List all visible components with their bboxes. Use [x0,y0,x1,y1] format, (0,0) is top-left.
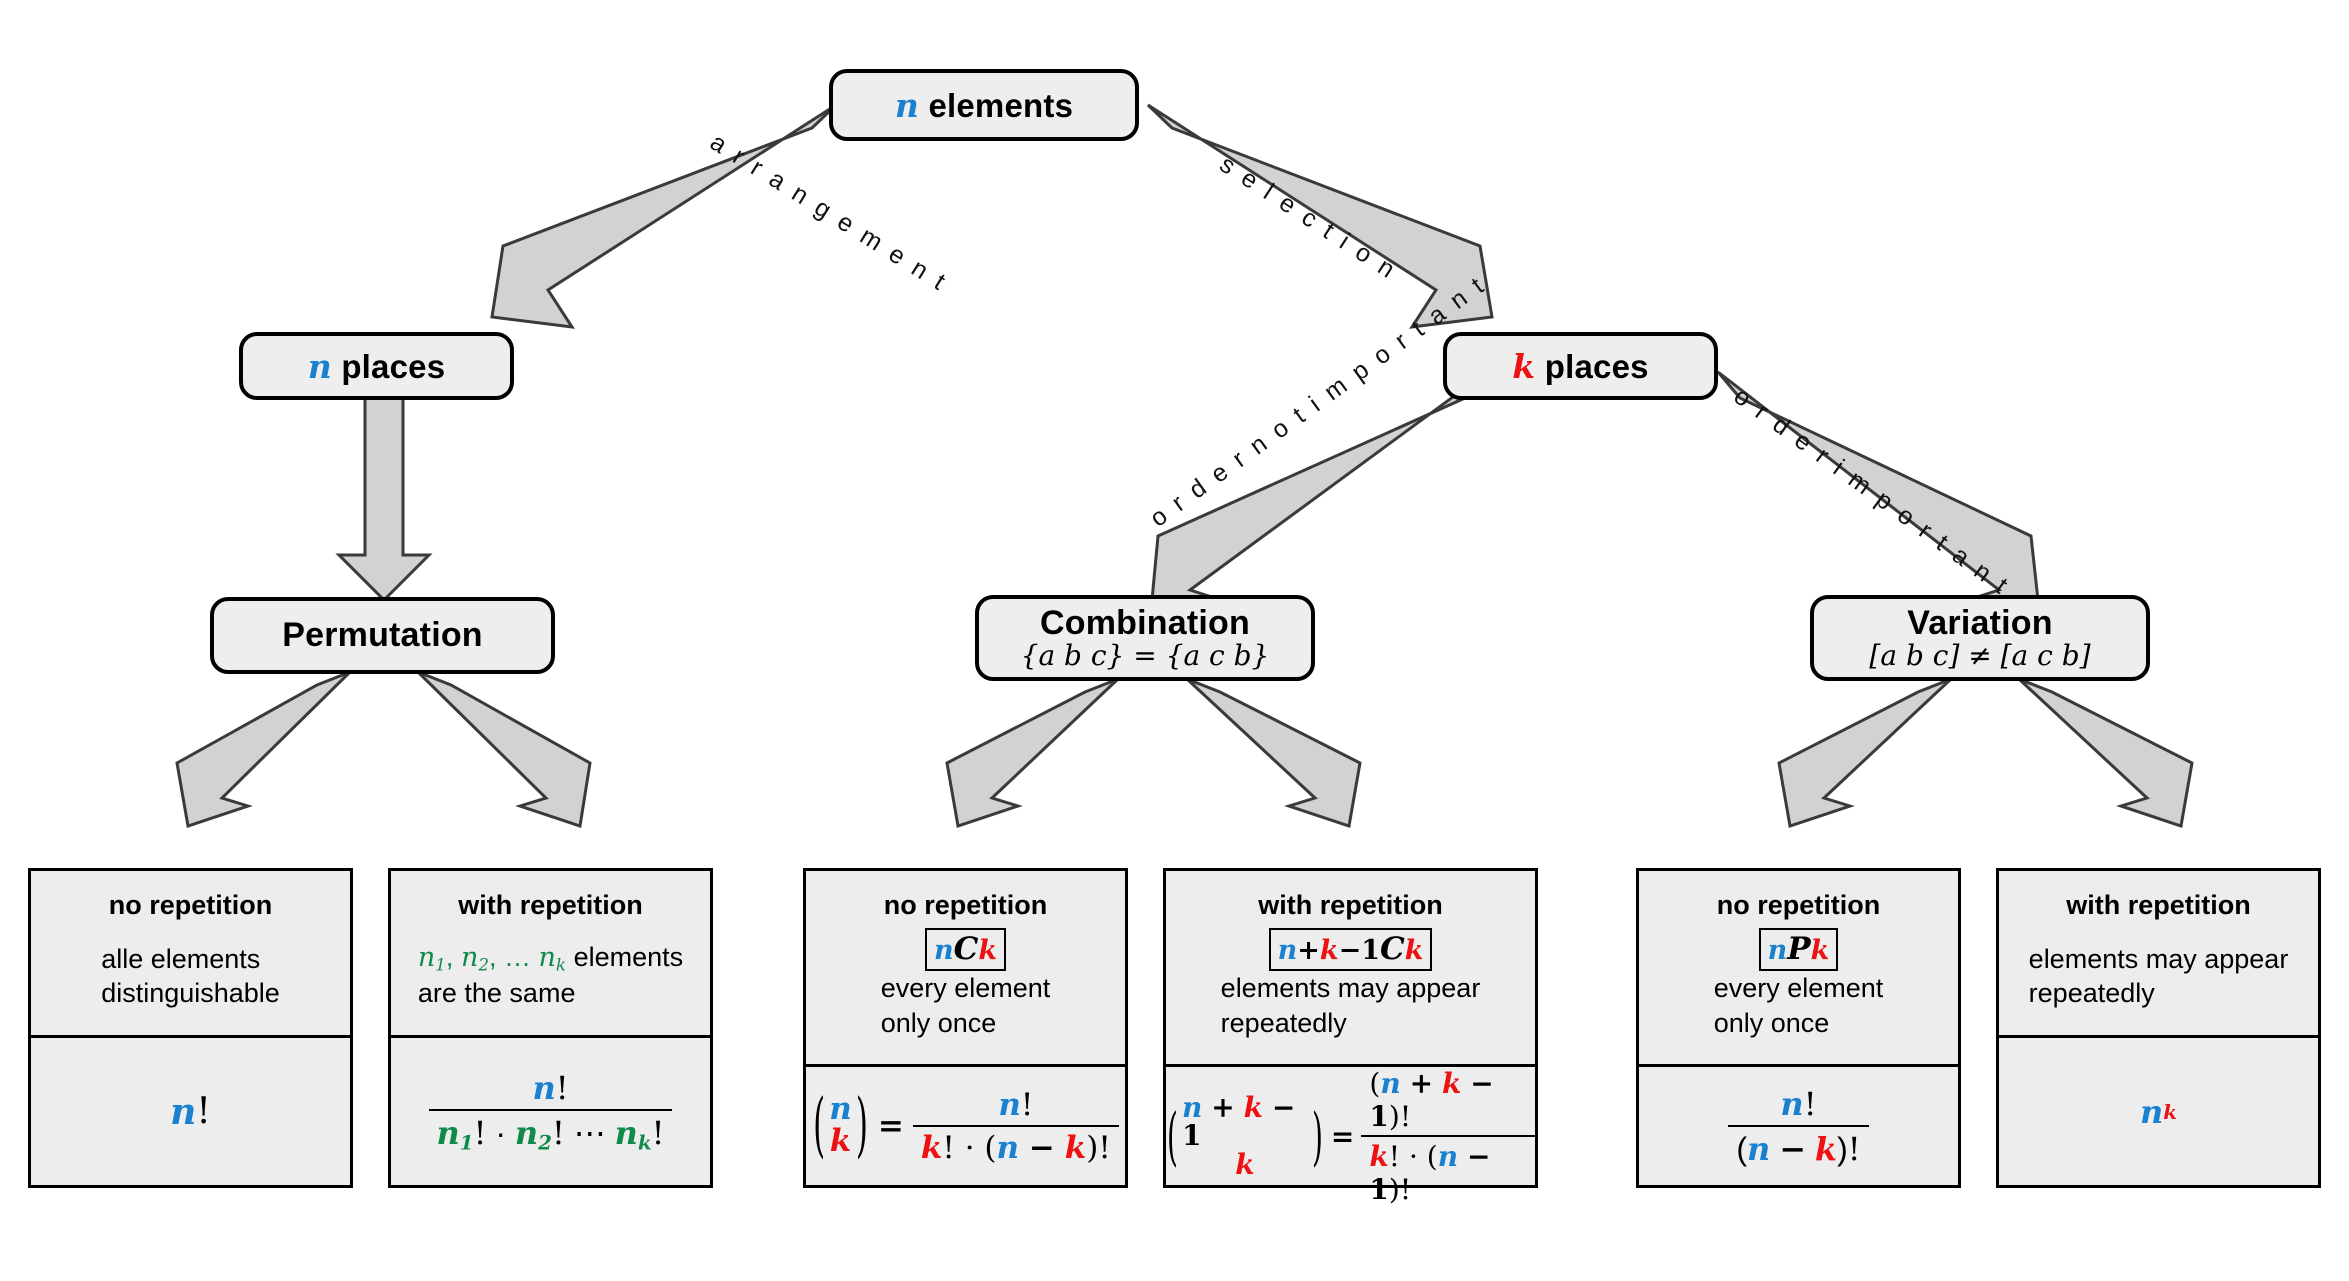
node-k-places-text: places [1544,347,1649,385]
var-n2: n2 [460,942,489,976]
leaf-upper: no repetition nPk every element only onc… [1639,871,1958,1068]
var-nk: nk [538,942,567,976]
leaf-formula: n! (n − k)! [1639,1067,1958,1185]
leaf-desc-line2: are the same [417,978,576,1009]
leaf-combination-with-repetition[interactable]: with repetition n+k−1Ck elements may app… [1163,868,1538,1206]
node-n-places-label: n places [308,347,446,386]
node-n-places[interactable]: n places [239,332,514,400]
leaf-formula: ( n + k − 1 k ) = (n + k − 1)! k! · (n −… [1166,1067,1535,1206]
leaf-description: n1, n2, … nk elements are the same [418,940,683,1011]
node-permutation-label: Permutation [282,616,483,654]
leaf-desc-line2: only once [1713,1007,1830,1038]
leaf-desc-line1: elements may appear [2028,943,2289,974]
fraction-numerator: n! [1780,1084,1817,1123]
exponent-k: k [2163,1099,2177,1124]
leaf-upper: with repetition n+k−1Ck elements may app… [1166,871,1535,1068]
arrow-permutation-right [416,670,592,828]
leaf-head: no repetition [1716,890,1881,920]
leaf-desc-line1: elements may appear [1220,973,1481,1003]
node-n-elements-text: elements [928,86,1074,124]
leaf-desc-line2: only once [880,1007,997,1038]
leaf-permutation-with-repetition[interactable]: with repetition n1, n2, … nk elements ar… [388,868,713,1188]
leaf-head: no repetition [108,890,273,920]
leaf-desc-line2: repeatedly [1220,1007,1347,1038]
arrow-combination-right [1185,677,1362,828]
leaf-desc-line2: distinguishable [101,978,280,1009]
node-k-places[interactable]: k places [1443,332,1718,400]
fraction-denominator: k! · (n − 1)! [1361,1135,1535,1206]
leaf-desc-line1: n1, n2, … nk elements [417,942,684,976]
node-combination-subtitle: {a b c} = {a c b} [1020,639,1270,673]
symbol-n-plus-k-minus-1-C-k: n+k−1Ck [1268,928,1433,971]
node-variation[interactable]: Variation [a b c] ≠ [a c b] [1810,595,2150,681]
leaf-description: alle elements distinguishable [101,942,280,1011]
leaf-head: with repetition [2066,890,2251,920]
fraction-denominator: n1! · n2! ⋯ nk! [428,1108,673,1154]
node-combination-label: Combination [1040,603,1250,642]
fraction-numerator: n! [532,1068,569,1107]
var-n1: n1 [417,942,446,976]
node-n-elements-label: n elements [895,86,1073,125]
var-n: n [170,1090,197,1133]
leaf-desc-line1: alle elements [101,943,261,974]
binomial-coefficient: ( n + k − 1 k ) [1167,1090,1323,1181]
leaf-desc-line2: repeatedly [2028,978,2155,1009]
node-k-places-label: k places [1512,347,1648,386]
arrow-selection [1146,103,1494,329]
arrow-permutation-left [175,670,352,828]
leaf-description: elements may appear repeatedly [1221,971,1481,1040]
leaf-combination-no-repetition[interactable]: no repetition nCk every element only onc… [803,868,1128,1188]
leaf-formula: n! [31,1038,350,1185]
arrow-variation-left [1777,677,1953,828]
node-variation-label: Variation [1907,603,2053,642]
arrow-arrangement [490,103,838,329]
leaf-upper: no repetition nCk every element only onc… [806,871,1125,1068]
leaf-description: every element only once [1714,971,1884,1040]
leaf-desc-line1: every element [880,973,1051,1003]
symbol-nPk: nPk [1758,928,1839,971]
factorial-sign: ! [196,1091,211,1132]
node-variation-subtitle: [a b c] ≠ [a c b] [1869,639,2091,673]
leaf-desc-line1: every element [1713,973,1884,1003]
symbol-nCk: nCk [924,928,1007,971]
leaf-variation-no-repetition[interactable]: no repetition nPk every element only onc… [1636,868,1961,1188]
arrow-n-places-to-permutation [335,388,433,603]
leaf-permutation-no-repetition[interactable]: no repetition alle elements distinguisha… [28,868,353,1188]
fraction-denominator: (n − k)! [1728,1124,1869,1168]
node-n-elements[interactable]: n elements [829,69,1139,141]
fraction-numerator: n! [998,1086,1034,1123]
leaf-formula: n! n1! · n2! ⋯ nk! [391,1038,710,1185]
var-n: n [2139,1092,2164,1131]
arrow-combination-left [945,677,1120,828]
fraction-denominator: k! · (n − k)! [912,1124,1119,1166]
node-permutation[interactable]: Permutation [210,597,555,674]
leaf-upper: no repetition alle elements distinguisha… [31,871,350,1038]
node-n-places-text: places [341,347,446,385]
leaf-head: no repetition [883,890,1048,920]
var-n: n [307,346,332,386]
arrow-variation-right [2017,677,2194,828]
var-n: n [894,85,920,125]
leaf-description: every element only once [881,971,1051,1040]
leaf-upper: with repetition elements may appear repe… [1999,871,2318,1038]
var-k: k [1512,346,1536,386]
leaf-variation-with-repetition[interactable]: with repetition elements may appear repe… [1996,868,2321,1188]
leaf-head: with repetition [1258,890,1443,920]
leaf-head: with repetition [458,890,643,920]
node-combination[interactable]: Combination {a b c} = {a c b} [975,595,1315,681]
fraction-numerator: (n + k − 1)! [1369,1067,1494,1134]
leaf-description: elements may appear repeatedly [2029,942,2289,1011]
leaf-upper: with repetition n1, n2, … nk elements ar… [391,871,710,1038]
